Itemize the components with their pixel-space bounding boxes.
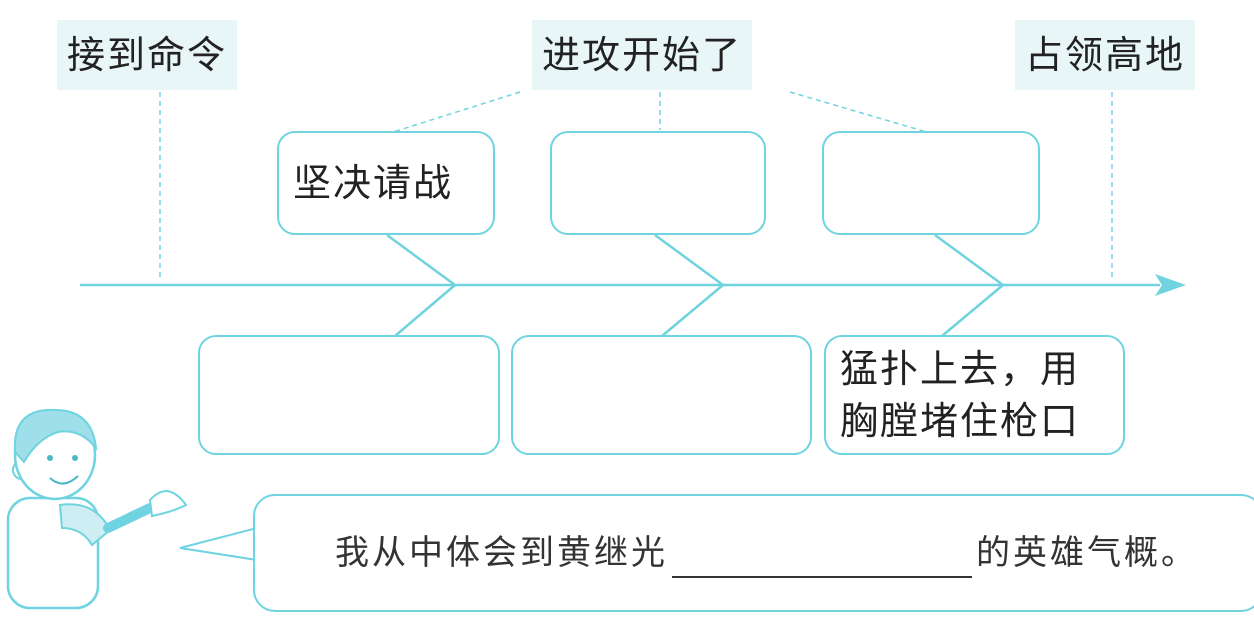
- boy-eye-right: [72, 455, 78, 461]
- sentence-end: 的英雄气概。: [976, 533, 1198, 573]
- bottom-box-1[interactable]: [198, 335, 500, 455]
- bottom-box-2[interactable]: [511, 335, 812, 455]
- boy-arm: [108, 508, 150, 528]
- leader-stage-2c: [790, 92, 930, 133]
- sentence-start: 我从中体会到黄继光: [335, 533, 668, 573]
- bottom-box-3: 猛扑上去，用 胸膛堵住枪口: [824, 335, 1125, 455]
- stage-label-1: 接到命令: [57, 20, 237, 90]
- answer-blank[interactable]: [672, 542, 972, 578]
- boy-eye-left: [47, 455, 53, 461]
- boy-illustration: [8, 410, 186, 608]
- top-box-1: 坚决请战: [277, 131, 495, 235]
- leader-stage-2a: [390, 92, 520, 133]
- top-box-2[interactable]: [550, 131, 766, 235]
- reflection-sentence: 我从中体会到黄继光 的英雄气概。: [335, 528, 1198, 578]
- boy-hand: [150, 491, 186, 516]
- bubble-tail: [180, 528, 257, 560]
- stage-label-2: 进攻开始了: [532, 20, 752, 90]
- top-box-3[interactable]: [822, 131, 1040, 235]
- stage-label-3: 占领高地: [1015, 20, 1195, 90]
